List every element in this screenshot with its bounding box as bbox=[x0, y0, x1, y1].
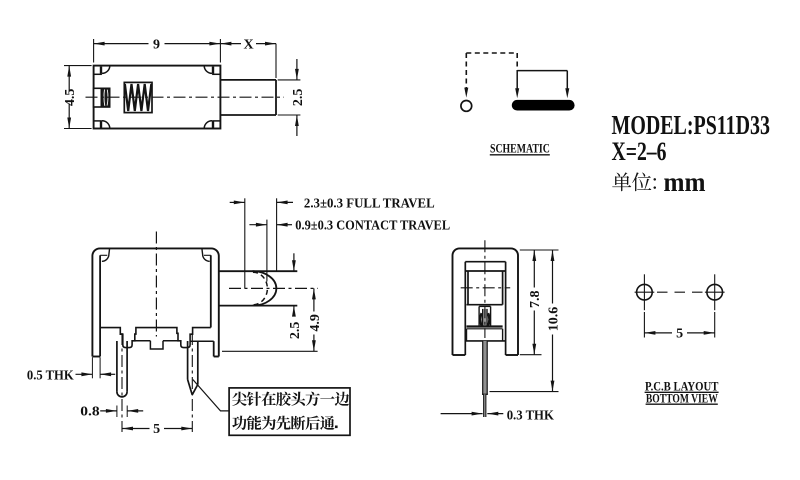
svg-text:0.9±0.3 CONTACT TRAVEL: 0.9±0.3 CONTACT TRAVEL bbox=[295, 219, 450, 234]
svg-text:5: 5 bbox=[153, 422, 160, 437]
svg-text:X: X bbox=[243, 38, 253, 53]
svg-text:2.5: 2.5 bbox=[288, 322, 303, 340]
svg-text:0.5 THK: 0.5 THK bbox=[27, 369, 74, 384]
svg-text:mm: mm bbox=[664, 166, 706, 197]
svg-text:MODEL:PS11D33: MODEL:PS11D33 bbox=[612, 109, 771, 140]
svg-text:7.8: 7.8 bbox=[528, 290, 543, 308]
svg-text:10.6: 10.6 bbox=[546, 307, 561, 332]
svg-text:2.5: 2.5 bbox=[291, 89, 306, 107]
svg-text:SCHEMATIC: SCHEMATIC bbox=[490, 140, 550, 155]
svg-text:P.C.B LAYOUT: P.C.B LAYOUT bbox=[645, 378, 719, 393]
svg-text:4.9: 4.9 bbox=[308, 314, 323, 332]
svg-text:0.8: 0.8 bbox=[80, 404, 99, 419]
svg-text:9: 9 bbox=[153, 38, 160, 53]
svg-text:5: 5 bbox=[676, 326, 683, 341]
svg-text:BOTTOM VIEW: BOTTOM VIEW bbox=[646, 391, 718, 406]
svg-text:4.5: 4.5 bbox=[63, 89, 78, 107]
svg-text:X=2–6: X=2–6 bbox=[612, 136, 667, 166]
svg-text:2.3±0.3 FULL TRAVEL: 2.3±0.3 FULL TRAVEL bbox=[304, 197, 435, 212]
svg-text:0.3 THK: 0.3 THK bbox=[507, 408, 554, 423]
